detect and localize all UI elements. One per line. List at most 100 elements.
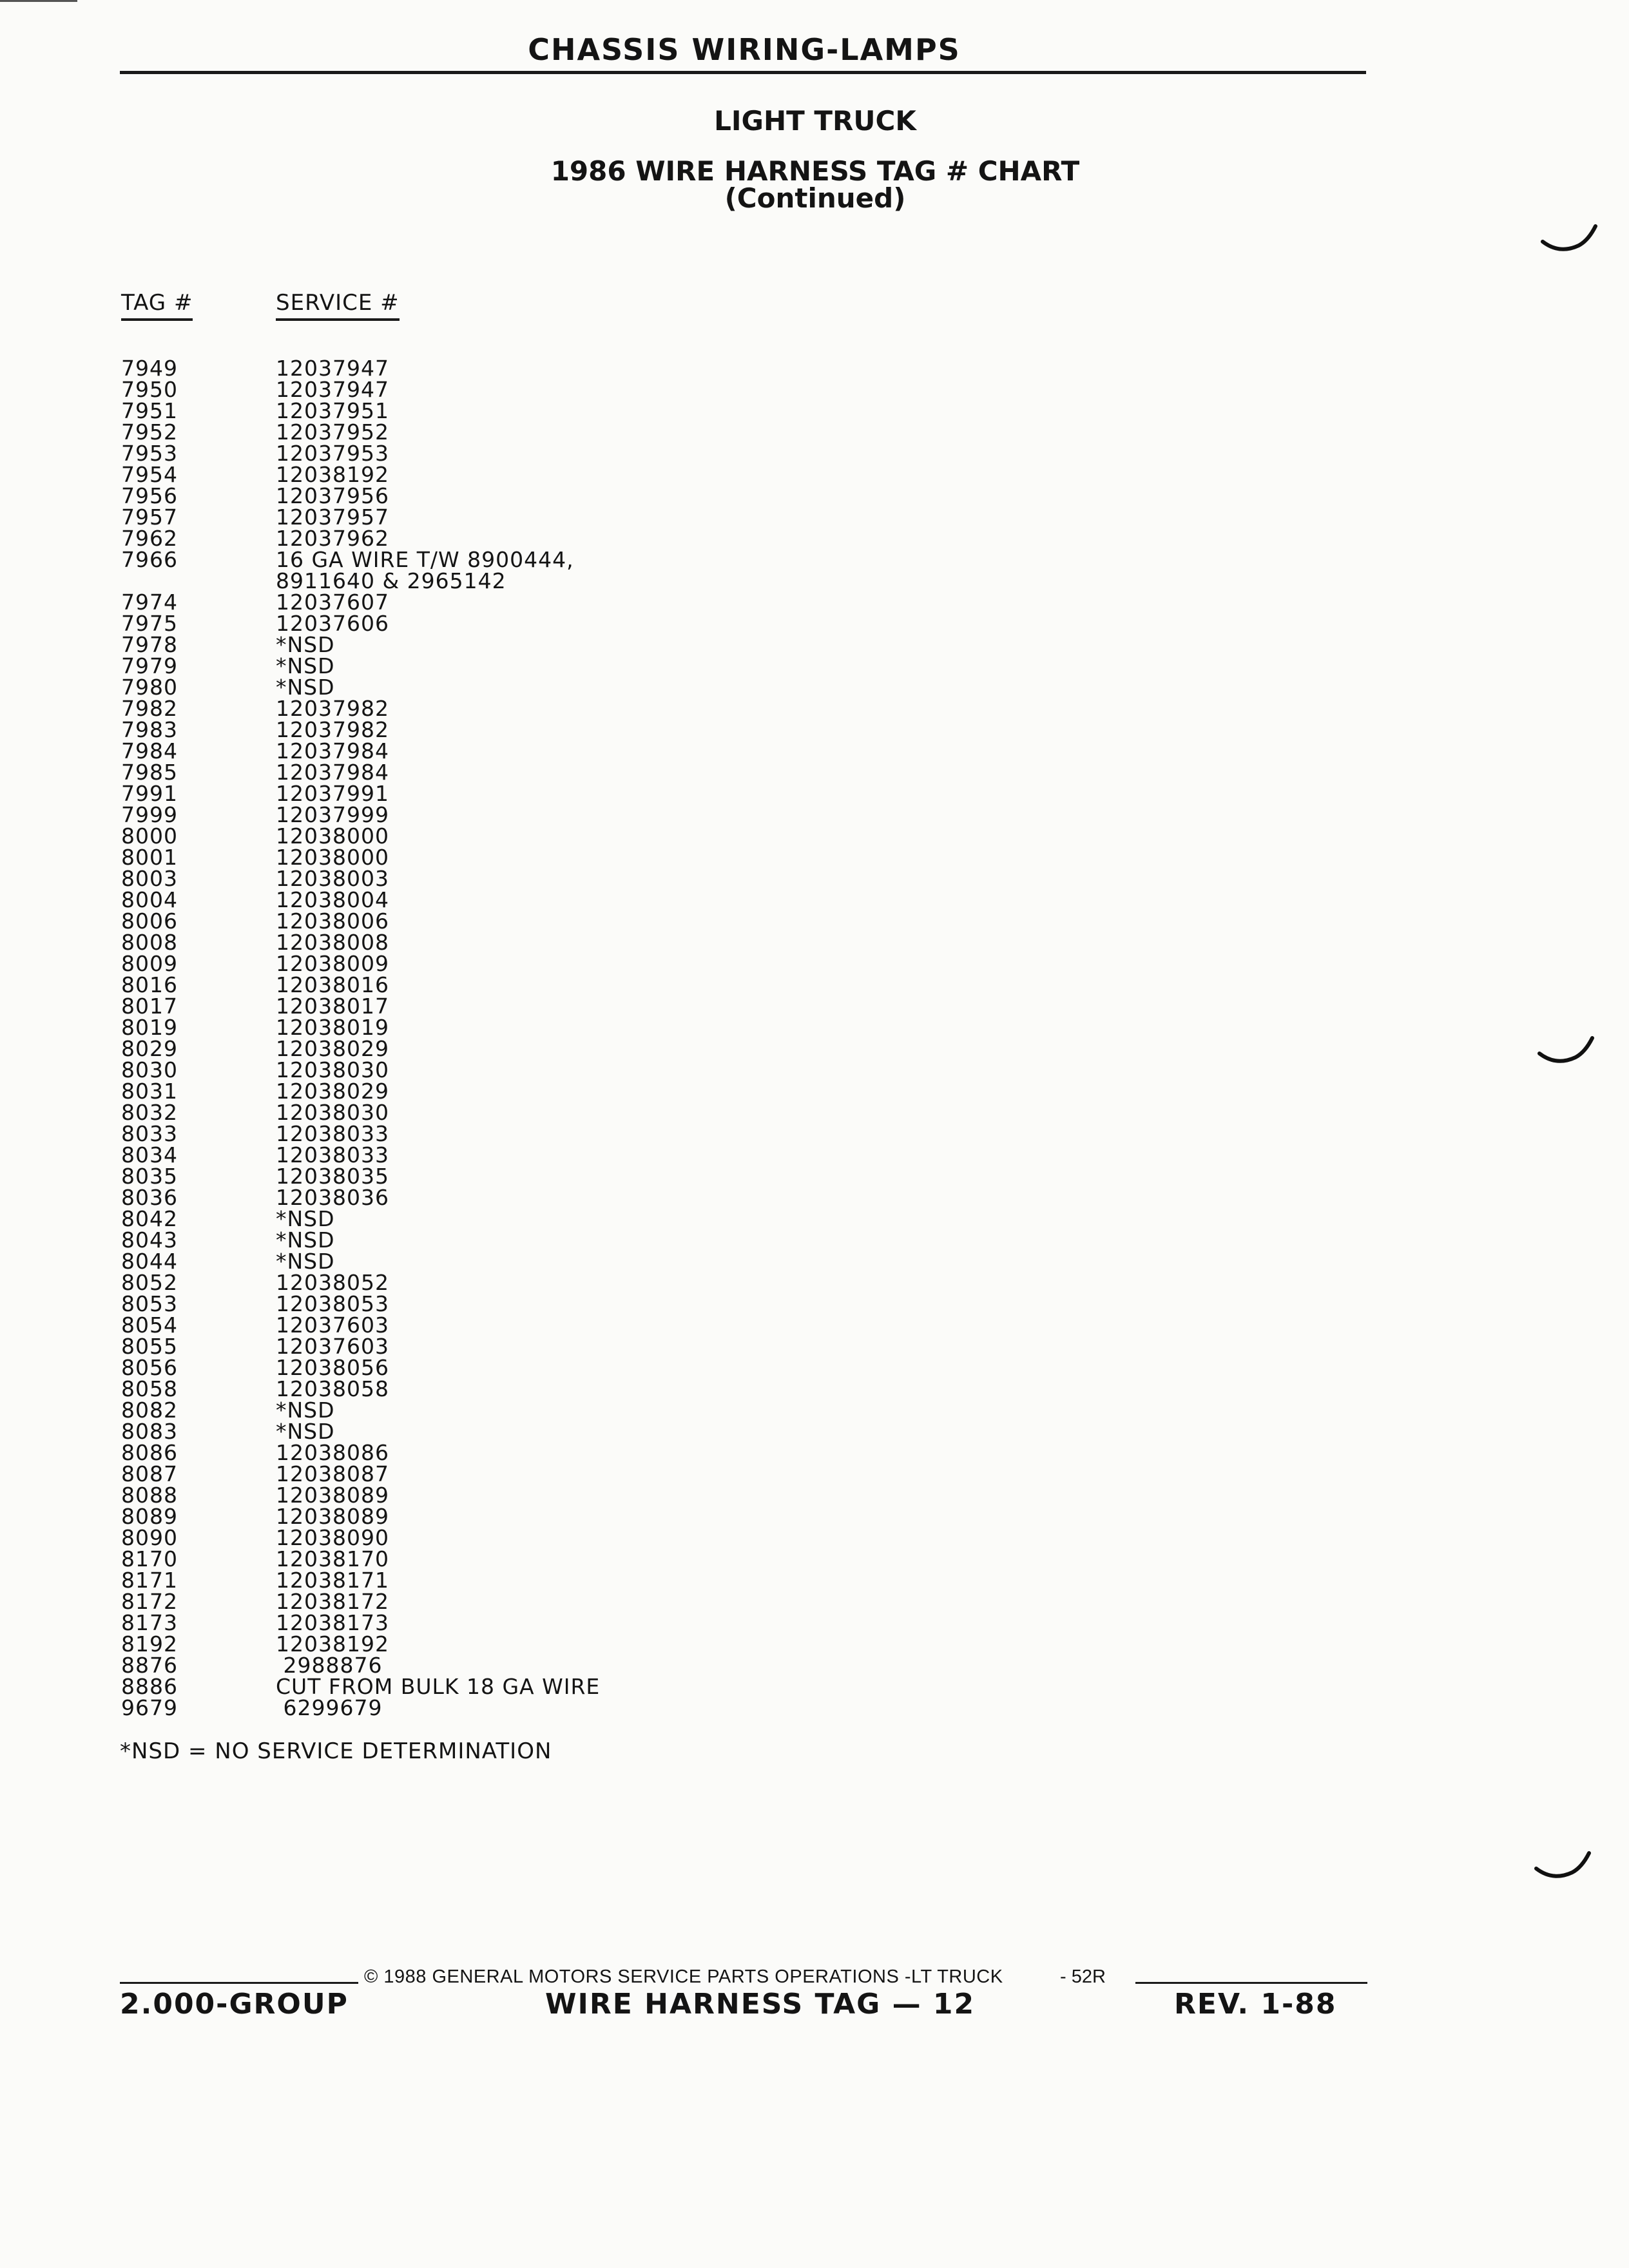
subtitle: LIGHT TRUCK — [714, 105, 916, 137]
service-number: 12038009 — [276, 951, 389, 976]
service-number: 12038087 — [276, 1461, 389, 1486]
service-number: 12038171 — [276, 1568, 389, 1593]
tag-number-blank — [121, 570, 276, 591]
service-number: *NSD — [276, 1419, 335, 1444]
tag-number: 8192 — [121, 1631, 178, 1657]
tag-number: 7966 — [121, 547, 178, 572]
tag-number: 8035 — [121, 1164, 178, 1189]
tag-number: 7975 — [121, 611, 178, 636]
service-number: *NSD — [276, 1249, 335, 1274]
check-mark-icon — [1537, 1036, 1594, 1063]
service-number: 12037952 — [276, 419, 389, 445]
service-number: 12038030 — [276, 1100, 389, 1125]
service-number: 12038089 — [276, 1483, 389, 1508]
tag-number: 8088 — [121, 1483, 178, 1508]
tag-number: 8171 — [121, 1568, 178, 1593]
tag-number: 8000 — [121, 823, 178, 849]
tag-number: 7954 — [121, 462, 178, 487]
service-number: 12037603 — [276, 1312, 389, 1338]
tag-number: 8172 — [121, 1589, 178, 1614]
service-number: 12037999 — [276, 802, 389, 827]
footer-rule-right — [1135, 1982, 1367, 1984]
tag-number: 8087 — [121, 1461, 178, 1486]
service-number: 12038008 — [276, 930, 389, 955]
tag-number: 7956 — [121, 483, 178, 508]
table-row: 7949 12037947 — [121, 358, 894, 379]
service-number: *NSD — [276, 1227, 335, 1253]
table-row: 7980*NSD — [121, 677, 894, 698]
service-number: 12038170 — [276, 1546, 389, 1571]
table-row: 8044*NSD — [121, 1251, 894, 1272]
tag-number: 7974 — [121, 590, 178, 615]
service-number: 12037962 — [276, 526, 389, 551]
tag-number: 7999 — [121, 802, 178, 827]
table-row-continuation: 8911640 & 2965142 — [121, 570, 894, 591]
service-number: 12037951 — [276, 398, 389, 423]
table-row: 7957 12037957 — [121, 506, 894, 528]
tag-number: 8089 — [121, 1504, 178, 1529]
tag-number: 8082 — [121, 1398, 178, 1423]
tag-number: 8052 — [121, 1270, 178, 1295]
table-row: 8087 12038087 — [121, 1463, 894, 1485]
table-row: 7979*NSD — [121, 655, 894, 677]
tag-number: 8042 — [121, 1206, 178, 1231]
chart-title: 1986 WIRE HARNESS TAG # CHART (Continued… — [122, 158, 1508, 212]
revision-label: REV. 1-88 — [1174, 1988, 1337, 2021]
service-number: *NSD — [276, 1206, 335, 1231]
tag-number: 8004 — [121, 887, 178, 912]
tag-number: 8009 — [121, 951, 178, 976]
tag-number: 7985 — [121, 760, 178, 785]
column-header-service: SERVICE # — [276, 290, 400, 321]
tag-number: 9679 — [121, 1695, 178, 1720]
service-number: 12038090 — [276, 1525, 389, 1550]
service-number: 12037607 — [276, 590, 389, 615]
service-number: 12037957 — [276, 505, 389, 530]
service-number: 12038173 — [276, 1610, 389, 1635]
tag-number: 8054 — [121, 1312, 178, 1338]
tag-number: 7949 — [121, 356, 178, 381]
tag-number: 7957 — [121, 505, 178, 530]
service-number: 12037953 — [276, 441, 389, 466]
table-row: 9679 6299679 — [121, 1697, 894, 1718]
footer-rule-left — [120, 1982, 358, 1984]
tag-number: 8036 — [121, 1185, 178, 1210]
service-number: 2988876 — [276, 1653, 383, 1678]
check-mark-icon — [1534, 1851, 1591, 1878]
table-row: 7974 12037607 — [121, 591, 894, 613]
service-number-continued: 8911640 & 2965142 — [276, 568, 506, 593]
table-row: 7952 12037952 — [121, 421, 894, 443]
tag-number: 8033 — [121, 1121, 178, 1146]
tag-number: 7952 — [121, 419, 178, 445]
service-number: 12037947 — [276, 356, 389, 381]
service-number: *NSD — [276, 632, 335, 657]
service-number: CUT FROM BULK 18 GA WIRE — [276, 1674, 601, 1699]
tag-number: 7982 — [121, 696, 178, 721]
group-label: 2.000-GROUP — [120, 1988, 349, 2021]
service-number: 12038000 — [276, 845, 389, 870]
